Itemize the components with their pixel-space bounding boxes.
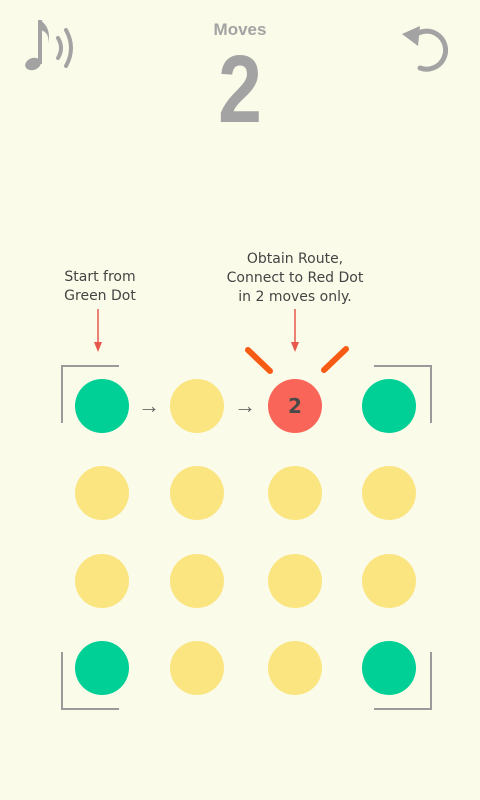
hint-goal-text: Obtain Route, Connect to Red Dot in 2 mo… <box>226 251 364 305</box>
yellow-dot-r3c2[interactable] <box>170 554 224 608</box>
green-dot-r1c1[interactable] <box>75 379 129 433</box>
yellow-dot-r3c4[interactable] <box>362 554 416 608</box>
moves-count: 2 <box>218 36 262 143</box>
undo-icon <box>402 26 449 72</box>
route-arrow-1: → <box>138 393 160 418</box>
green-dot-r4c1[interactable] <box>75 641 129 695</box>
corner-bracket-bottom-left <box>61 652 119 710</box>
corner-bracket-top-left <box>61 365 119 423</box>
sound-toggle-button[interactable] <box>22 16 86 76</box>
yellow-dot-r2c2[interactable] <box>170 466 224 520</box>
hint-arrow-left <box>94 309 102 352</box>
yellow-dot-r3c1[interactable] <box>75 554 129 608</box>
music-note-sound-icon <box>25 20 73 71</box>
hint-arrow-right <box>291 309 299 352</box>
corner-bracket-top-right <box>374 365 432 423</box>
spark-right <box>321 346 349 373</box>
yellow-dot-r1c2[interactable] <box>170 379 224 433</box>
route-arrow-2: → <box>234 393 256 418</box>
moves-label: Moves <box>213 20 267 39</box>
yellow-dot-r2c4[interactable] <box>362 466 416 520</box>
green-dot-r1c4[interactable] <box>362 379 416 433</box>
yellow-dot-r2c3[interactable] <box>268 466 322 520</box>
target-moves-label: 2 <box>288 394 302 418</box>
corner-bracket-bottom-right <box>374 652 432 710</box>
green-dot-r4c4[interactable] <box>362 641 416 695</box>
hint-start-text: Start from Green Dot <box>64 269 136 304</box>
yellow-dot-r2c1[interactable] <box>75 466 129 520</box>
spark-left <box>245 347 273 374</box>
yellow-dot-r4c2[interactable] <box>170 641 224 695</box>
undo-button[interactable] <box>398 20 458 76</box>
red-dot-r1c3[interactable]: 2 <box>268 379 322 433</box>
yellow-dot-r3c3[interactable] <box>268 554 322 608</box>
yellow-dot-r4c3[interactable] <box>268 641 322 695</box>
